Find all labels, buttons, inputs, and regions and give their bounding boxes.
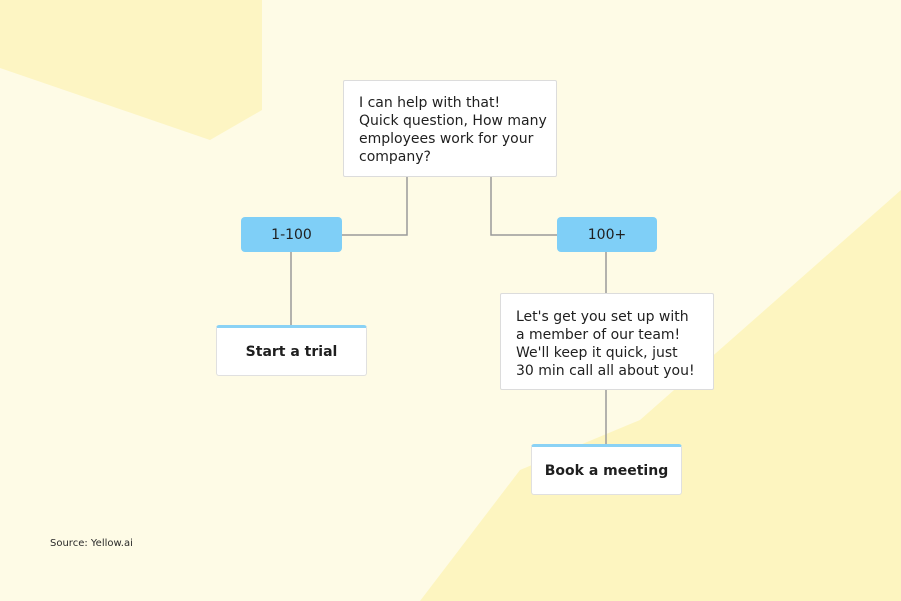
option-1-100-button[interactable]: 1-100 (241, 217, 342, 252)
team-message-line: Let's get you set up with (516, 309, 689, 325)
connector-question-to-100-plus (490, 177, 557, 236)
question-line: Quick question, How many (359, 113, 547, 129)
connector-question-to-1-100 (342, 177, 408, 236)
question-line: I can help with that! (359, 95, 501, 111)
bot-team-message: Let's get you set up with a member of ou… (500, 293, 714, 390)
background-shape-bottom-right (420, 190, 901, 601)
background-shape-top-left (0, 0, 262, 140)
team-message-line: We'll keep it quick, just (516, 345, 678, 361)
team-message-line: 30 min call all about you! (516, 363, 695, 379)
start-trial-button[interactable]: Start a trial (216, 325, 367, 376)
source-caption: Source: Yellow.ai (50, 538, 133, 549)
question-line: company? (359, 149, 431, 165)
bot-question-message: I can help with that! Quick question, Ho… (343, 80, 557, 177)
question-line: employees work for your (359, 131, 534, 147)
team-message-line: a member of our team! (516, 327, 681, 343)
book-meeting-button[interactable]: Book a meeting (531, 444, 682, 495)
option-100-plus-button[interactable]: 100+ (557, 217, 657, 252)
